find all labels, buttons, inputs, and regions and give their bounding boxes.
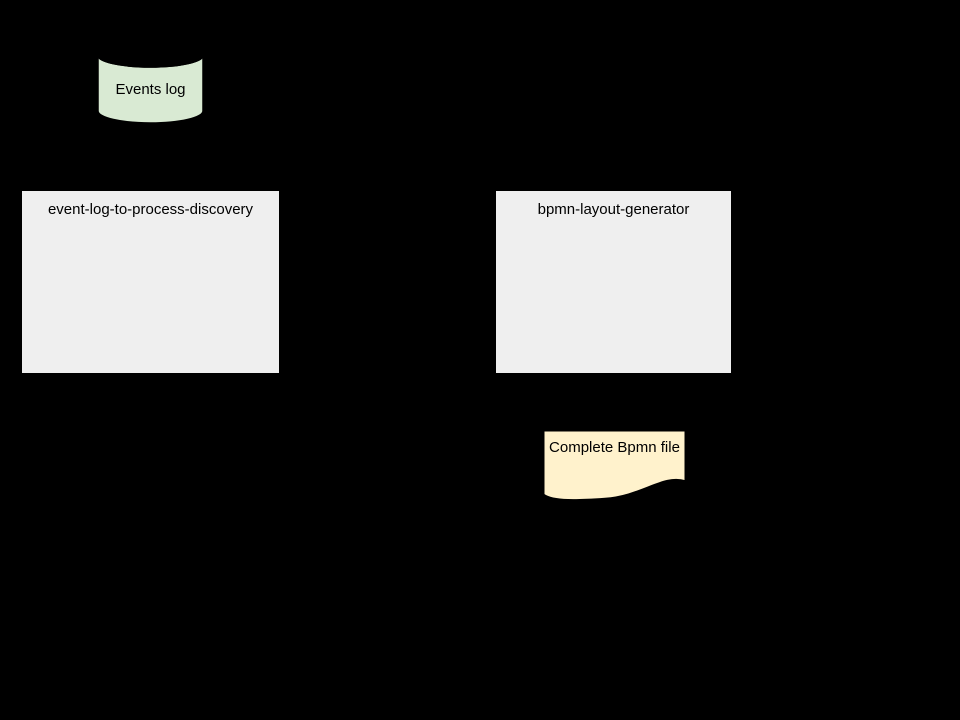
bpmn-layout-generator-label: bpmn-layout-generator <box>537 201 690 218</box>
cylinder-shape-icon <box>97 55 204 124</box>
bpmn-layout-generator-box[interactable]: bpmn-layout-generator <box>496 191 731 373</box>
document-body <box>543 430 686 501</box>
complete-bpmn-file-document[interactable]: Complete Bpmn file <box>543 430 686 503</box>
complete-bpmn-file-label: Complete Bpmn file <box>549 439 680 456</box>
events-log-label: Events log <box>115 81 186 98</box>
event-log-to-process-discovery-box[interactable]: event-log-to-process-discovery <box>22 191 279 373</box>
event-log-to-process-discovery-label: event-log-to-process-discovery <box>47 201 254 218</box>
document-shape-icon <box>543 430 686 501</box>
events-log-cylinder[interactable]: Events log <box>97 43 204 124</box>
cylinder-rim <box>97 55 204 68</box>
